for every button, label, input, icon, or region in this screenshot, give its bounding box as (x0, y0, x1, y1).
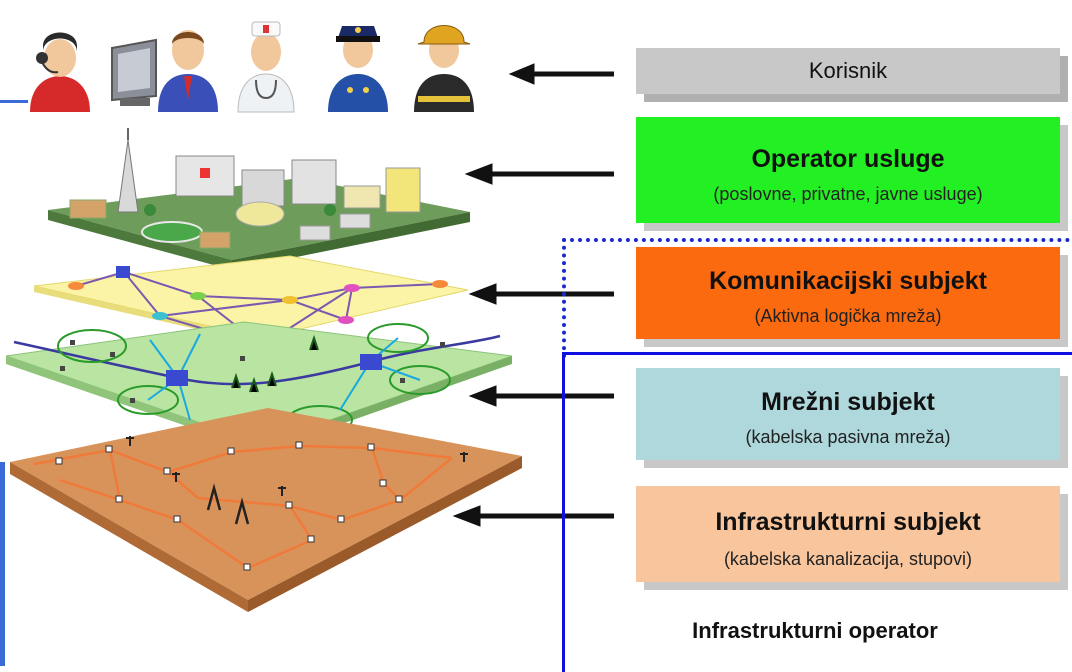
layer-box-mrezni-subjekt: Mrežni subjekt (kabelska pasivna mreža) (636, 368, 1060, 460)
layer-title: Korisnik (808, 58, 888, 83)
layer-title: Operator usluge (751, 145, 945, 173)
layer-subtitle: (kabelska kanalizacija, stupovi) (723, 549, 973, 569)
layer-title: Komunikacijski subjekt (709, 267, 987, 295)
arrows (452, 63, 614, 527)
arrow-mrezni-icon (468, 385, 614, 407)
arrow-komunikacijski-icon (468, 283, 614, 305)
infrastructure-operator-frame (562, 352, 1072, 672)
arrow-korisnik-icon (508, 63, 614, 85)
users-row (30, 21, 474, 113)
layer-title: Infrastrukturni subjekt (715, 508, 981, 536)
left-edge-accent-bar (0, 462, 5, 666)
left-edge-accent-line (0, 100, 28, 103)
user-doctor-icon (237, 21, 295, 113)
layer-box-korisnik: Korisnik (636, 48, 1060, 94)
user-police-icon (328, 26, 388, 112)
layer-subtitle: (kabelska pasivna mreža) (745, 427, 951, 447)
infrastructure-layer (10, 408, 522, 612)
infrastructure-operator-label: Infrastrukturni operator (692, 618, 938, 643)
layer-subtitle: (poslovne, privatne, javne usluge) (713, 184, 983, 204)
communication-entity-dotted-frame (562, 238, 1070, 358)
layer-box-komunikacijski-subjekt: Komunikacijski subjekt (Aktivna logička … (636, 247, 1060, 339)
layer-box-operator-usluge: Operator usluge (poslovne, privatne, jav… (636, 117, 1060, 223)
user-firefighter-icon (414, 25, 474, 112)
city-services-layer (48, 128, 470, 270)
user-computer-worker-icon (111, 30, 218, 112)
arrow-operator-icon (464, 163, 614, 185)
arrow-infrastrukturni-icon (452, 505, 614, 527)
user-operator-headset-icon (30, 32, 90, 112)
layer-box-infrastrukturni-subjekt: Infrastrukturni subjekt (kabelska kanali… (636, 486, 1060, 582)
layer-subtitle: (Aktivna logička mreža) (754, 306, 942, 326)
layer-title: Mrežni subjekt (761, 388, 935, 416)
